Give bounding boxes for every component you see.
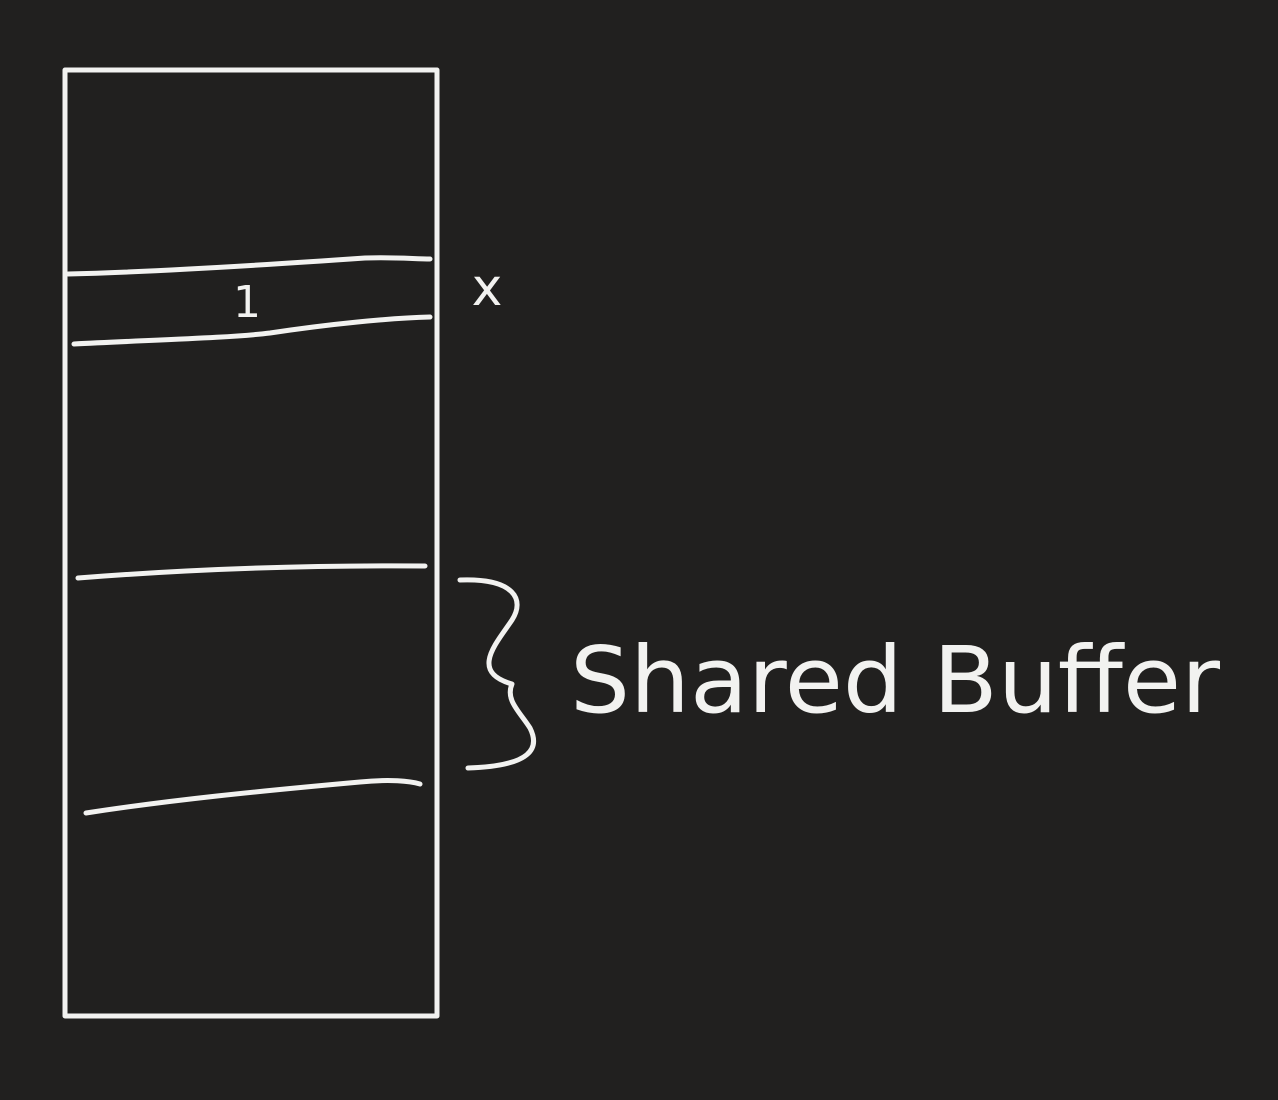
cell-bottom-divider [71, 314, 433, 347]
memory-block-outline [62, 67, 440, 1019]
cell-top-divider [65, 255, 433, 277]
buffer-bottom-divider [83, 778, 423, 816]
buffer-top-divider [75, 563, 428, 581]
shared-buffer-label: Shared Buffer [570, 627, 1220, 734]
cell-value: 1 [233, 277, 261, 328]
memory-diagram: 1 x Shared Buffer [62, 67, 1220, 1019]
buffer-brace [457, 577, 536, 771]
variable-label-x: x [472, 258, 503, 318]
